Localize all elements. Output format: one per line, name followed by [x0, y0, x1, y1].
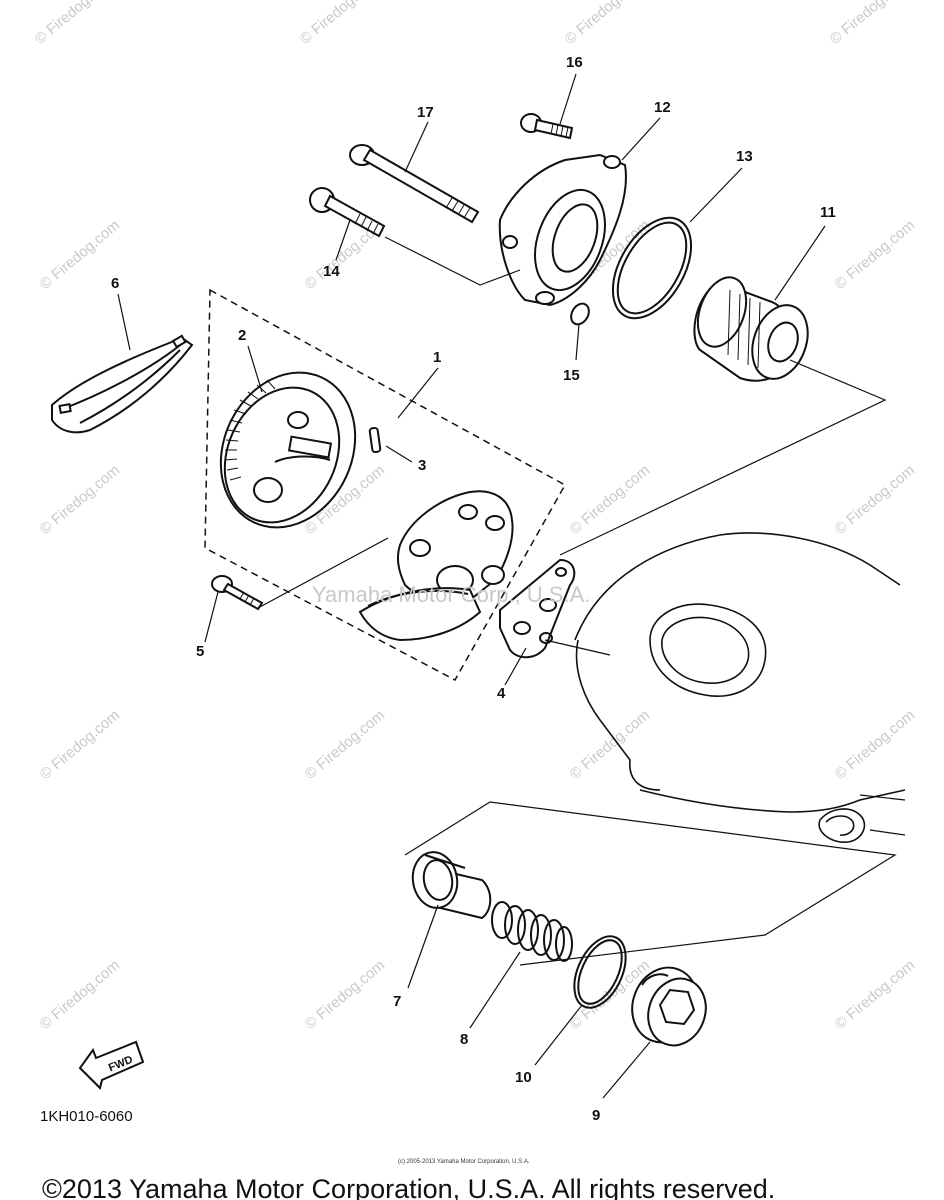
callout-5: 5: [196, 643, 204, 660]
oil-pump-rotor-housing: [358, 490, 514, 642]
callout-13: 13: [736, 148, 753, 165]
callout-9: 9: [592, 1107, 600, 1124]
pan-head-screw: [211, 575, 264, 611]
callout-12: 12: [654, 99, 671, 116]
plug-o-ring-inner: [577, 939, 623, 1005]
watermark: © Firedog.com: [32, 0, 118, 48]
watermark: © Firedog.com: [302, 957, 388, 1033]
callout-8: 8: [460, 1031, 468, 1048]
oil-pump-drive-gear: [219, 371, 357, 529]
watermark: © Firedog.com: [567, 707, 653, 783]
watermark: © Firedog.com: [37, 462, 123, 538]
oil-filter-cover: [498, 153, 627, 307]
pump-cover-shell: [51, 334, 194, 434]
callout-14: 14: [323, 263, 340, 280]
watermark: © Firedog.com: [567, 462, 653, 538]
cover-bolt-long: [349, 144, 480, 224]
pump-gasket: [499, 558, 576, 659]
cover-bolt-medium: [309, 187, 386, 238]
watermark: © Firedog.com: [302, 707, 388, 783]
small-o-ring: [570, 302, 590, 326]
callout-11: 11: [820, 204, 836, 221]
engine-case-outline: [574, 532, 906, 843]
fine-print: (c) 2005-2013 Yamaha Motor Corporation, …: [398, 1159, 530, 1165]
plug-o-ring: [573, 935, 627, 1009]
callout-numbers: 1 2 3 4 5 6 7 8 9 10 11 12 13 14 15 16 1…: [111, 54, 836, 1124]
callout-17: 17: [417, 104, 434, 121]
oil-pump-assembly-boundary: [204, 288, 567, 682]
watermark: © Firedog.com: [832, 462, 918, 538]
callout-15: 15: [563, 367, 580, 384]
dowel-pin: [368, 426, 382, 454]
callout-16: 16: [566, 54, 583, 71]
watermark: © Firedog.com: [832, 957, 918, 1033]
watermark: © Firedog.com: [562, 0, 648, 48]
callout-1: 1: [433, 349, 441, 366]
callout-10: 10: [515, 1069, 532, 1086]
relief-valve-spring: [491, 901, 573, 962]
copyright-notice: ©2013 Yamaha Motor Corporation, U.S.A. A…: [42, 1174, 775, 1200]
watermark: © Firedog.com: [297, 0, 383, 48]
callout-6: 6: [111, 275, 119, 292]
watermark: © Firedog.com: [832, 217, 918, 293]
forward-direction-arrow: FWD: [78, 1040, 145, 1090]
cover-bolt-short: [520, 113, 574, 140]
callout-3: 3: [418, 457, 426, 474]
watermark: © Firedog.com: [37, 957, 123, 1033]
relief-valve-piston: [411, 851, 492, 920]
drain-plug: [631, 966, 707, 1047]
watermark: © Firedog.com: [37, 707, 123, 783]
oil-filter-element: [693, 276, 809, 382]
callout-4: 4: [497, 685, 506, 702]
leader-lines: [117, 73, 897, 1099]
watermark: © Firedog.com: [827, 0, 913, 48]
filter-cover-o-ring: [611, 216, 693, 320]
callout-7: 7: [393, 993, 401, 1010]
diagram-code: 1KH010-6060: [40, 1108, 133, 1125]
watermark: © Firedog.com: [832, 707, 918, 783]
callout-2: 2: [238, 327, 246, 344]
center-watermark: Yamaha Motor Corp., U.S.A.: [312, 582, 590, 607]
filter-cover-o-ring-inner: [616, 221, 688, 315]
